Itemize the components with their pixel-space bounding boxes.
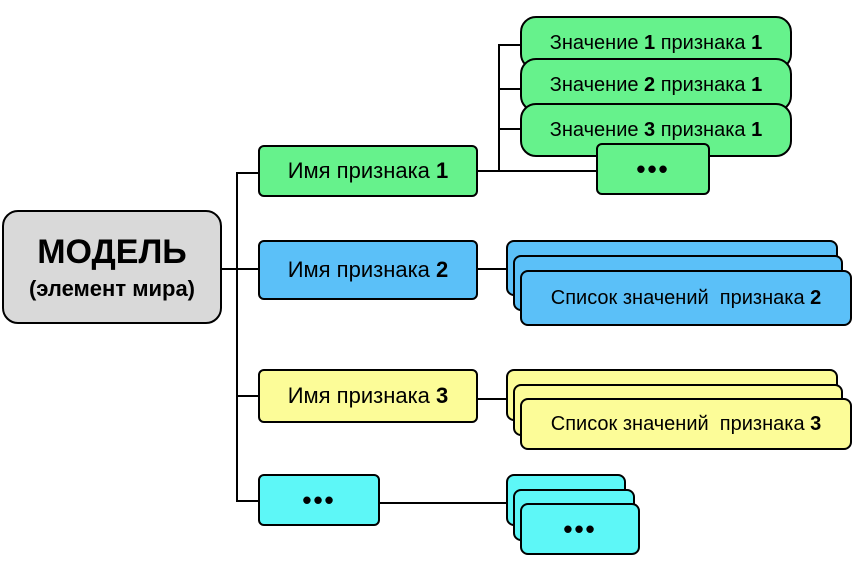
model-subtitle: (элемент мира): [28, 275, 196, 301]
connector: [498, 88, 522, 90]
connector: [236, 172, 260, 174]
attribute-label: Имя признака: [287, 257, 437, 282]
value-label: признака: [655, 118, 752, 141]
list-label: Список значений признака: [550, 412, 811, 435]
ellipsis: •••: [636, 153, 670, 184]
attribute-label: Имя признака: [287, 158, 437, 183]
value-number: 1: [644, 31, 656, 54]
value-label: Значение: [549, 73, 645, 96]
attribute-number: 3: [436, 383, 449, 408]
connector-trunk: [236, 172, 238, 502]
connector: [236, 268, 260, 270]
attribute-number: 3: [810, 412, 822, 435]
value-label: признака: [655, 31, 752, 54]
value-number: 2: [644, 73, 656, 96]
connector: [476, 398, 508, 400]
connector: [476, 268, 508, 270]
connector: [236, 395, 260, 397]
ellipsis: •••: [302, 484, 336, 515]
attribute-3-box: Имя признака 3: [258, 369, 478, 423]
connector: [476, 170, 598, 172]
attribute-number: 1: [436, 158, 449, 183]
attribute-label: Имя признака: [287, 383, 437, 408]
list-3-front-card: Список значений признака 3: [520, 398, 852, 450]
value-label: признака: [655, 73, 752, 96]
connector: [498, 44, 522, 46]
connector: [218, 268, 238, 270]
attribute-more-box: •••: [258, 474, 380, 526]
attribute-number: 1: [751, 118, 763, 141]
value-label: Значение: [549, 31, 645, 54]
value-number: 3: [644, 118, 656, 141]
ellipsis: •••: [563, 513, 597, 544]
attribute-number: 1: [751, 31, 763, 54]
connector: [498, 128, 522, 130]
connector: [378, 502, 508, 504]
connector: [236, 500, 260, 502]
connector-values-trunk: [498, 44, 500, 172]
list-2-front-card: Список значений признака 2: [520, 270, 852, 326]
list-more-front-card: •••: [520, 503, 640, 555]
attribute-number: 2: [436, 257, 449, 282]
model-title: МОДЕЛЬ: [37, 232, 187, 271]
value-label: Значение: [549, 118, 645, 141]
attribute-1-box: Имя признака 1: [258, 145, 478, 197]
list-label: Список значений признака: [550, 286, 811, 309]
attribute-number: 1: [751, 73, 763, 96]
value-more-box: •••: [596, 143, 710, 195]
attribute-number: 2: [810, 286, 822, 309]
attribute-2-box: Имя признака 2: [258, 240, 478, 300]
model-box: МОДЕЛЬ (элемент мира): [2, 210, 222, 324]
